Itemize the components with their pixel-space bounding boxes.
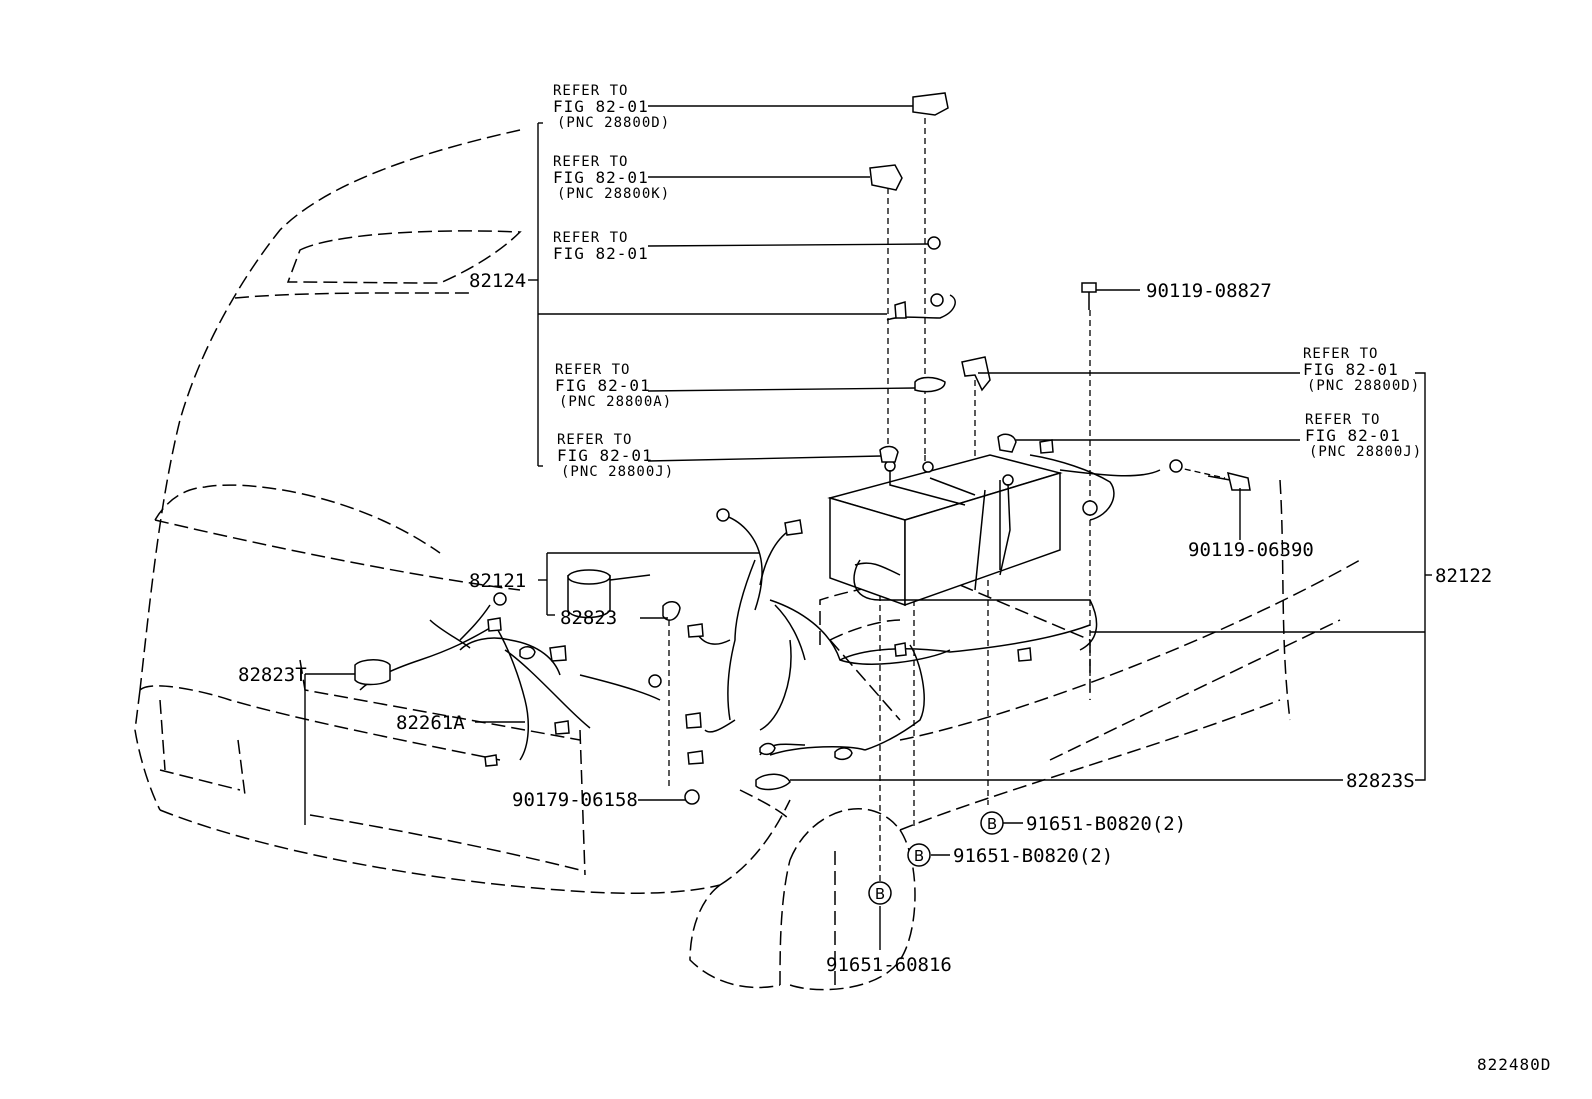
- refer-7-line2: FIG 82-01: [1305, 426, 1401, 445]
- part-91651-60816: 91651-60816: [826, 954, 952, 976]
- refer-3-line1: REFER TO: [553, 230, 628, 246]
- refer-7-line3: (PNC 28800J): [1309, 444, 1422, 460]
- leader-lines: [304, 105, 1432, 950]
- refer-5-line2: FIG 82-01: [557, 446, 653, 465]
- refer-7-line1: REFER TO: [1305, 412, 1380, 428]
- part-labels: 82124 82121 82823 82823T 82261A 90179-06…: [238, 270, 1492, 976]
- refer-1-line3: (PNC 28800D): [557, 115, 670, 131]
- refer-label-4: REFER TO FIG 82-01 (PNC 28800A): [555, 362, 672, 410]
- refer-label-6: REFER TO FIG 82-01 (PNC 28800D): [1303, 346, 1420, 394]
- part-91651-B0820-a: 91651-B0820(2): [1026, 813, 1186, 835]
- refer-2-line3: (PNC 28800K): [557, 186, 670, 202]
- part-82823S: 82823S: [1346, 770, 1415, 792]
- refer-2-line2: FIG 82-01: [553, 168, 649, 187]
- refer-label-2: REFER TO FIG 82-01 (PNC 28800K): [553, 154, 670, 202]
- marker-b-2-label: B: [914, 847, 924, 865]
- part-90119-08827: 90119-08827: [1146, 280, 1272, 302]
- refer-4-line3: (PNC 28800A): [559, 394, 672, 410]
- refer-label-7: REFER TO FIG 82-01 (PNC 28800J): [1305, 412, 1422, 460]
- refer-label-3: REFER TO FIG 82-01: [553, 230, 649, 263]
- small-parts: [354, 92, 1251, 805]
- part-82261A: 82261A: [396, 712, 465, 734]
- refer-1-line1: REFER TO: [553, 83, 628, 99]
- marker-b-3-label: B: [875, 885, 885, 903]
- assembly-guides: [668, 118, 1226, 885]
- refer-6-line2: FIG 82-01: [1303, 360, 1399, 379]
- marker-b-1-label: B: [987, 815, 997, 833]
- refer-4-line1: REFER TO: [555, 362, 630, 378]
- refer-5-line1: REFER TO: [557, 432, 632, 448]
- part-82121: 82121: [469, 570, 526, 592]
- part-91651-B0820-b: 91651-B0820(2): [953, 845, 1113, 867]
- part-90179-06158: 90179-06158: [512, 789, 638, 811]
- marker-b-3: [868, 881, 892, 905]
- part-82124: 82124: [469, 270, 526, 292]
- refer-6-line1: REFER TO: [1303, 346, 1378, 362]
- refer-3-line2: FIG 82-01: [553, 244, 649, 263]
- part-90119-06390: 90119-06390: [1188, 539, 1314, 561]
- battery: [827, 454, 1063, 607]
- part-82122: 82122: [1435, 565, 1492, 587]
- refer-1-line2: FIG 82-01: [553, 97, 649, 116]
- part-82823: 82823: [560, 607, 617, 629]
- part-82823T: 82823T: [238, 664, 307, 686]
- refer-label-5: REFER TO FIG 82-01 (PNC 28800J): [557, 432, 674, 480]
- figure-id: 822480D: [1477, 1055, 1551, 1074]
- marker-b-1: [980, 811, 1004, 835]
- b-markers: B B B: [868, 811, 1004, 905]
- refer-label-1: REFER TO FIG 82-01 (PNC 28800D): [553, 83, 670, 131]
- refer-5-line3: (PNC 28800J): [561, 464, 674, 480]
- marker-b-2: [907, 843, 931, 867]
- refer-6-line3: (PNC 28800D): [1307, 378, 1420, 394]
- vehicle-outline: [134, 129, 1361, 991]
- wiring-harness: [359, 294, 1161, 761]
- refer-4-line2: FIG 82-01: [555, 376, 651, 395]
- refer-2-line1: REFER TO: [553, 154, 628, 170]
